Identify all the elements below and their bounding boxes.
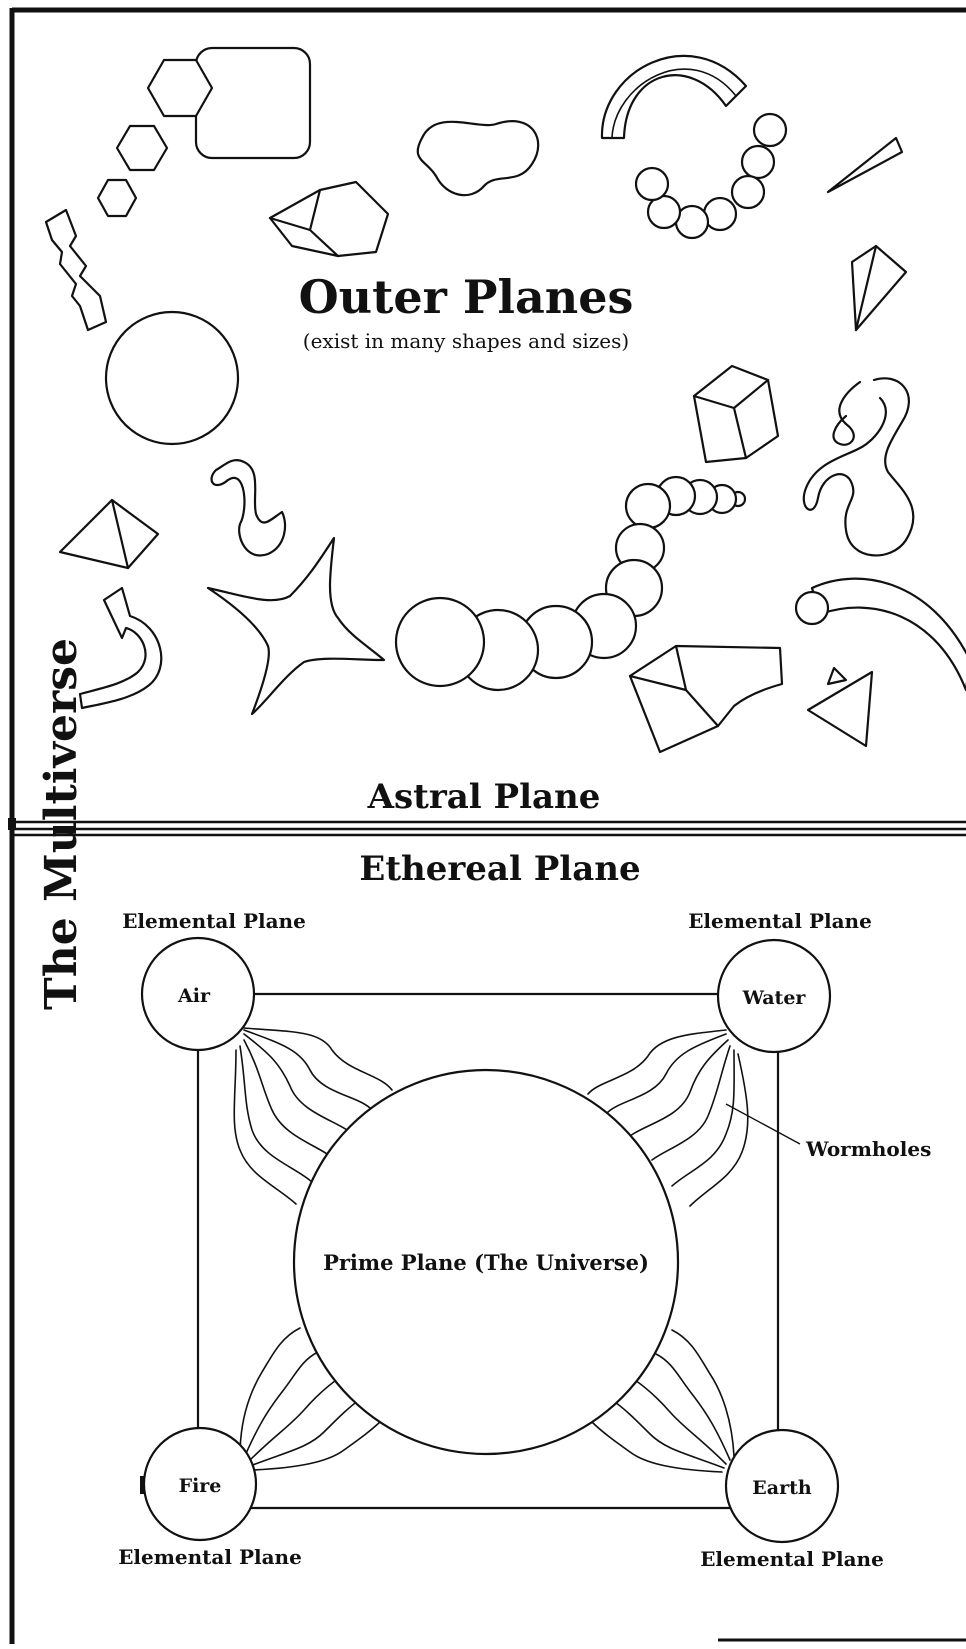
hexagon-shape-small — [98, 180, 136, 216]
ethereal-plane-label: Ethereal Plane — [359, 849, 640, 889]
jagged-strip-shape — [46, 210, 106, 330]
squiggle-shape — [804, 378, 914, 555]
ribbon-shape — [212, 460, 286, 555]
elemental-air-name: Air — [177, 985, 211, 1007]
rounded-square-shape — [196, 48, 310, 158]
margin-tick — [8, 818, 16, 830]
elemental-fire-name: Fire — [179, 1475, 222, 1497]
blob-shape — [418, 121, 538, 195]
elemental-earth-name: Earth — [752, 1477, 812, 1499]
outer-planes-title: Outer Planes — [299, 270, 634, 324]
elemental-air-caption: Elemental Plane — [122, 909, 306, 933]
curved-arrow-shape — [80, 588, 161, 708]
outer-planes-subtitle: (exist in many shapes and sizes) — [303, 329, 629, 353]
margin-tick — [140, 1476, 144, 1494]
bent-prism-shape — [630, 646, 782, 752]
prime-plane-label: Prime Plane (The Universe) — [323, 1250, 649, 1275]
elemental-earth-caption: Elemental Plane — [700, 1547, 884, 1571]
arch-shape — [602, 56, 746, 138]
outer-plane-shapes — [46, 48, 966, 752]
elemental-water-caption: Elemental Plane — [688, 909, 872, 933]
shard-shape — [828, 138, 902, 192]
elemental-fire-caption: Elemental Plane — [118, 1545, 302, 1569]
wormholes-label: Wormholes — [805, 1137, 931, 1161]
tube-shape — [796, 579, 966, 690]
bead-chain-shape — [636, 114, 786, 238]
wormholes-pointer — [726, 1104, 800, 1144]
hexagon-shape-medium — [117, 126, 167, 170]
elemental-water-name: Water — [742, 987, 807, 1009]
rock-shape — [270, 182, 388, 256]
sphere-shape — [106, 312, 238, 444]
astral-plane-label: Astral Plane — [367, 777, 601, 817]
pyramid-shape — [60, 500, 158, 568]
triangle-shape — [808, 668, 872, 746]
star-shape — [208, 538, 384, 714]
cube-shape — [694, 366, 778, 462]
